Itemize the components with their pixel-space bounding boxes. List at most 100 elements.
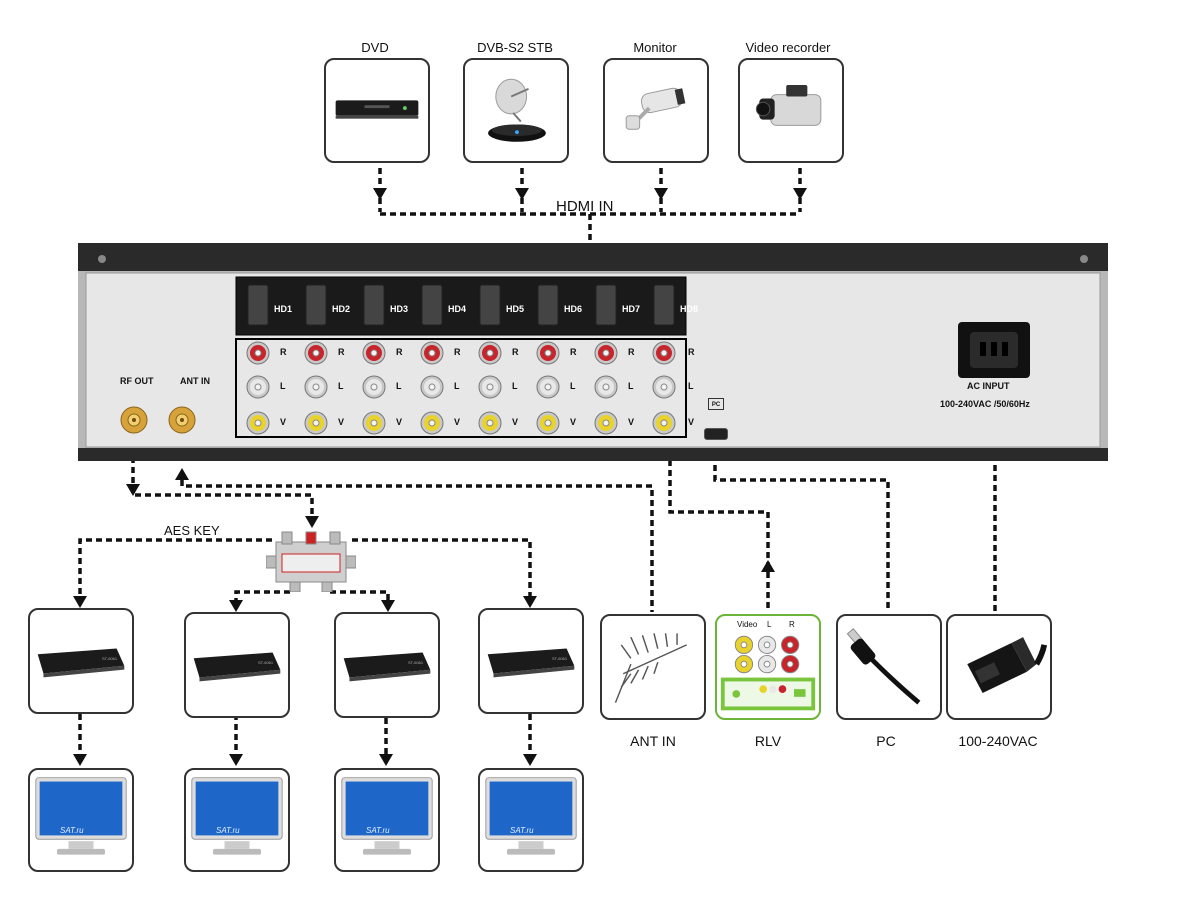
- camcorder-icon: [755, 85, 822, 126]
- rca-label-r: R: [628, 347, 635, 357]
- usb-port: [704, 428, 728, 440]
- rca-label-r: R: [280, 347, 287, 357]
- signal-splitter-icon: [266, 531, 356, 592]
- rca-label-l: L: [454, 381, 460, 391]
- rca-jack: [478, 375, 502, 399]
- rca-label-l: L: [512, 381, 518, 391]
- rca-label-r: R: [570, 347, 577, 357]
- rca-jack: [246, 375, 270, 399]
- pc-port-label: PC: [708, 398, 724, 410]
- rca-jack: [362, 341, 386, 365]
- tv-screen-text: SAT.ru: [510, 826, 534, 835]
- ant-in-label: ANT IN: [180, 376, 210, 386]
- rca-text-video: Video: [737, 620, 758, 629]
- hdmi-port-label: HD5: [506, 304, 525, 314]
- rca-jacks: [246, 341, 676, 435]
- receiver-brand: ST-6061: [102, 656, 118, 661]
- peripheral-label-antenna: ANT IN: [630, 733, 676, 749]
- rca-label-r: R: [688, 347, 695, 357]
- rca-jack: [652, 375, 676, 399]
- ant-in-line: [180, 480, 654, 612]
- receiver-brand: ST-6061: [552, 656, 568, 661]
- ant-in-connector: [168, 406, 196, 434]
- tv-screen-text: SAT.ru: [366, 826, 390, 835]
- source-label-monitor: Monitor: [633, 40, 677, 55]
- hdmi-port-label: HD8: [680, 304, 699, 314]
- pc-line: [713, 445, 890, 612]
- rca-text-l: L: [767, 620, 772, 629]
- rca-jack: [304, 411, 328, 435]
- rca-label-l: L: [688, 381, 694, 391]
- tv-screen-text: SAT.ru: [60, 826, 84, 835]
- set-top-box-icon: [193, 652, 281, 682]
- ac-input-socket: [958, 322, 1030, 378]
- rca-jack: [304, 375, 328, 399]
- rca-label-l: L: [338, 381, 344, 391]
- power-cord-icon: [967, 637, 1048, 693]
- rca-jack: [304, 341, 328, 365]
- source-box-monitor: [603, 58, 709, 163]
- rca-jack: [594, 375, 618, 399]
- rca-jack: [246, 411, 270, 435]
- source-box-stb: [463, 58, 569, 163]
- rca-label-v: V: [454, 417, 461, 427]
- rf-out-label: RF OUT: [120, 376, 154, 386]
- hdmi-port-row: HD1 HD2 HD3 HD4 HD5 HD6 HD7 HD8: [236, 277, 698, 335]
- rca-label-l: L: [396, 381, 402, 391]
- rca-jack: [362, 411, 386, 435]
- rca-jack: [420, 411, 444, 435]
- rca-jack: [420, 341, 444, 365]
- rca-jack: [652, 411, 676, 435]
- rca-jack: [536, 341, 560, 365]
- hdmi-ports: [247, 284, 675, 326]
- hdmi-port-label: HD4: [448, 304, 467, 314]
- receiver-brand: ST-6061: [408, 660, 424, 665]
- rca-jack: [594, 341, 618, 365]
- receiver-box-1: ST-6061: [28, 608, 134, 714]
- receiver-box-2: ST-6061: [184, 612, 290, 718]
- split-right-far: [352, 538, 532, 598]
- tv-box-4: SAT.ru: [478, 768, 584, 872]
- receiver-box-3: ST-6061: [334, 612, 440, 718]
- rca-jack: [478, 411, 502, 435]
- rca-label-v: V: [512, 417, 519, 427]
- split-left-far: [78, 538, 272, 598]
- lcd-monitor-icon: [35, 777, 127, 855]
- split-left-near: [234, 590, 290, 608]
- tv-box-1: SAT.ru: [28, 768, 134, 872]
- rca-label-v: V: [570, 417, 577, 427]
- security-camera-icon: [625, 87, 686, 130]
- rca-jack: [652, 341, 676, 365]
- hdmi-port-label: HD3: [390, 304, 409, 314]
- receiver-box-4: ST-6061: [478, 608, 584, 714]
- ac-spec-label: 100-240VAC /50/60Hz: [940, 399, 1030, 409]
- split-right-near: [330, 590, 390, 608]
- rca-panel-icon: [720, 635, 816, 711]
- rca-label-r: R: [338, 347, 345, 357]
- peripheral-box-rlv: Video L R: [715, 614, 821, 720]
- rca-jack: [478, 341, 502, 365]
- rca-label-r: R: [512, 347, 519, 357]
- ac-input-label: AC INPUT: [967, 381, 1010, 391]
- rca-label-v: V: [396, 417, 403, 427]
- lcd-monitor-icon: [485, 777, 577, 855]
- source-box-recorder: [738, 58, 844, 163]
- rca-jack: [594, 411, 618, 435]
- usb-cable-icon: [846, 628, 921, 705]
- rca-label-v: V: [280, 417, 287, 427]
- peripheral-box-pc: [836, 614, 942, 720]
- rca-jack: [536, 375, 560, 399]
- hdmi-port-label: HD6: [564, 304, 583, 314]
- peripheral-label-power: 100-240VAC: [958, 733, 1038, 749]
- aes-key-label: AES KEY: [164, 523, 220, 538]
- satellite-receiver-icon: [488, 78, 546, 142]
- set-top-box-icon: [37, 648, 125, 678]
- source-label-stb: DVB-S2 STB: [477, 40, 553, 55]
- rca-label-v: V: [338, 417, 345, 427]
- peripheral-box-antenna: [600, 614, 706, 720]
- receiver-brand: ST-6061: [258, 660, 274, 665]
- rca-label-v: V: [628, 417, 635, 427]
- rca-label-l: L: [570, 381, 576, 391]
- source-label-recorder: Video recorder: [745, 40, 831, 55]
- set-top-box-icon: [487, 648, 575, 678]
